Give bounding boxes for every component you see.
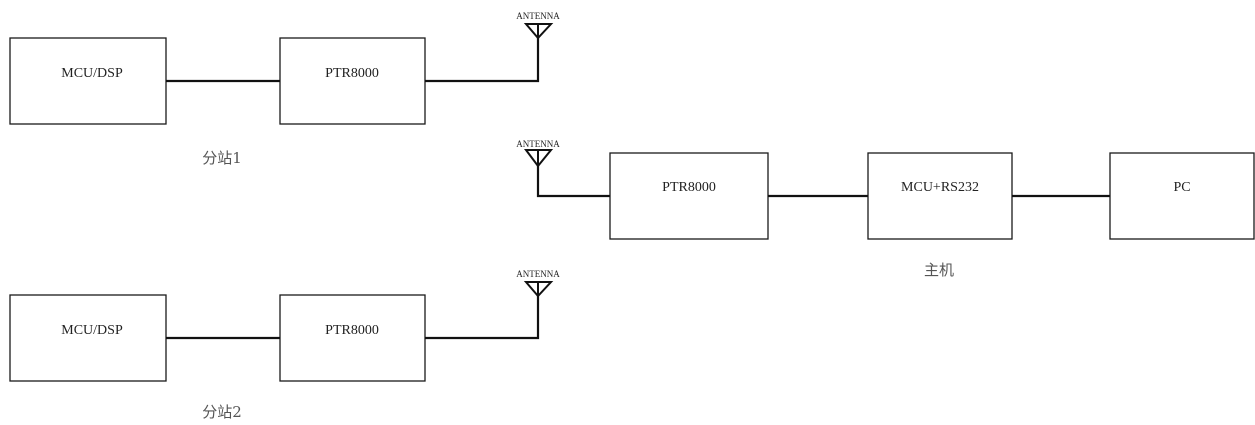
host-pc-label: PC [1173, 180, 1190, 195]
station2-rf-box [279, 294, 426, 382]
station1-mcu-label: MCU/DSP [61, 66, 123, 81]
host-pc-box [1109, 152, 1255, 240]
host-antenna-rf-link [536, 166, 610, 198]
host-mcu-box [867, 152, 1013, 240]
station2-mcu-box [9, 294, 167, 382]
host-group: ANTENNA PTR8000 MCU+RS232 PC 主机 [516, 139, 1255, 279]
station2-rf-label: PTR8000 [325, 323, 379, 338]
host-caption: 主机 [924, 261, 954, 279]
station2-antenna-label: ANTENNA [516, 269, 560, 279]
host-antenna-label: ANTENNA [516, 139, 560, 149]
station2-rf-antenna-link [425, 296, 540, 340]
host-rf-box [609, 152, 769, 240]
station1-rf-box [279, 37, 426, 125]
station2-mcu-label: MCU/DSP [61, 323, 123, 338]
station1-antenna-icon [523, 23, 554, 40]
station2-group: MCU/DSP PTR8000 ANTENNA 分站2 [9, 269, 560, 421]
station1-antenna-label: ANTENNA [516, 11, 560, 21]
host-antenna-icon [524, 149, 554, 168]
host-mcu-label: MCU+RS232 [901, 180, 979, 195]
station2-caption: 分站2 [202, 403, 242, 421]
station2-antenna-icon [523, 281, 554, 298]
station1-rf-antenna-link [425, 38, 540, 83]
station1-rf-label: PTR8000 [325, 66, 379, 81]
host-rf-label: PTR8000 [662, 180, 716, 195]
station1-mcu-box [9, 37, 167, 125]
station1-group: MCU/DSP PTR8000 ANTENNA 分站1 [9, 11, 560, 167]
station1-caption: 分站1 [202, 149, 242, 167]
